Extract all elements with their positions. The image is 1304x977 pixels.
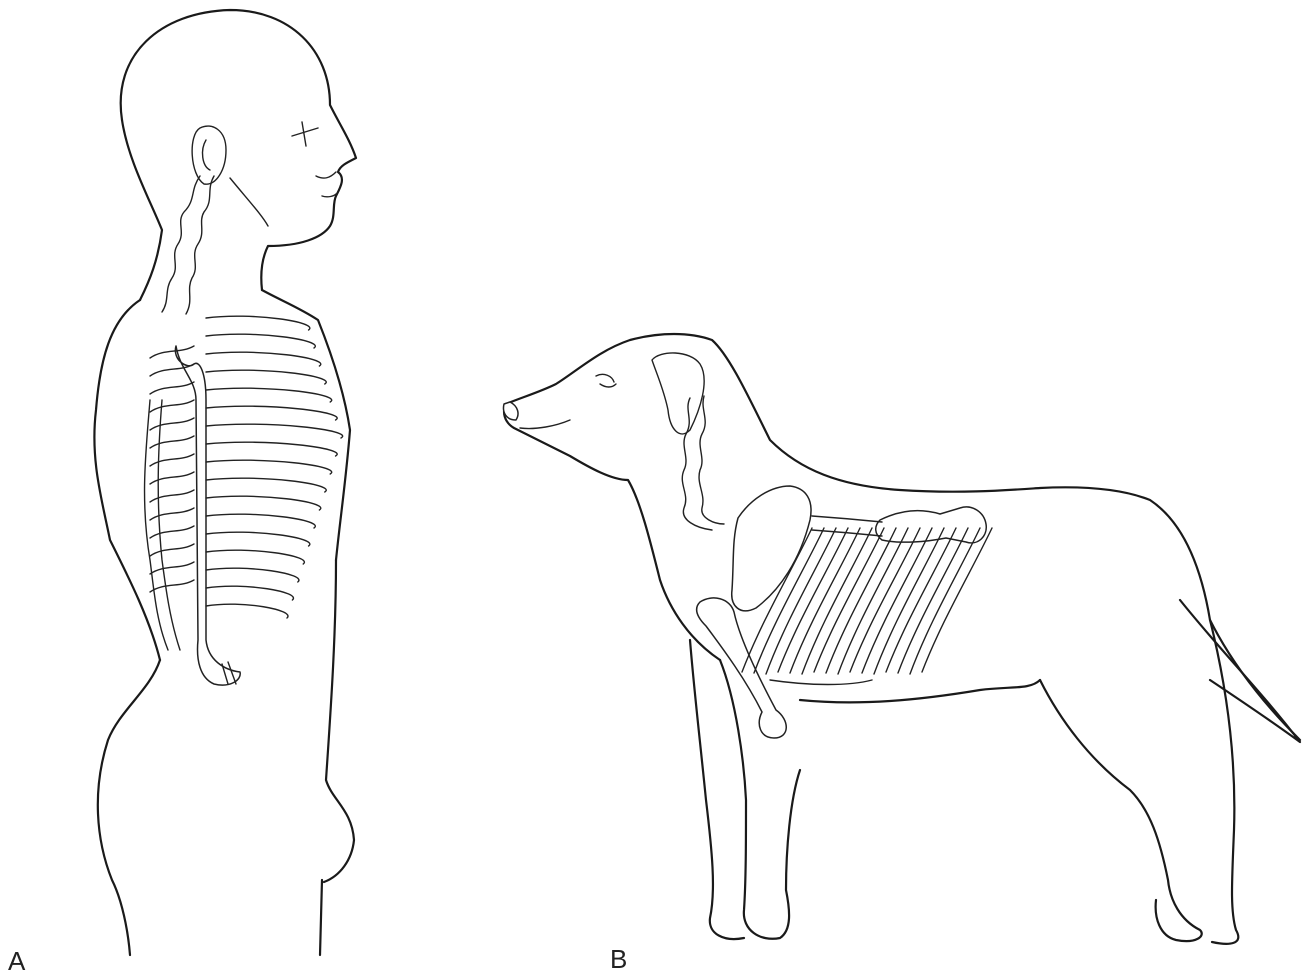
dog-body-outline bbox=[504, 334, 1301, 944]
panel-label-a: A bbox=[8, 948, 25, 974]
dog-sternum bbox=[770, 680, 872, 685]
panel-label-b: B bbox=[610, 946, 627, 972]
dog-spine bbox=[682, 396, 986, 543]
